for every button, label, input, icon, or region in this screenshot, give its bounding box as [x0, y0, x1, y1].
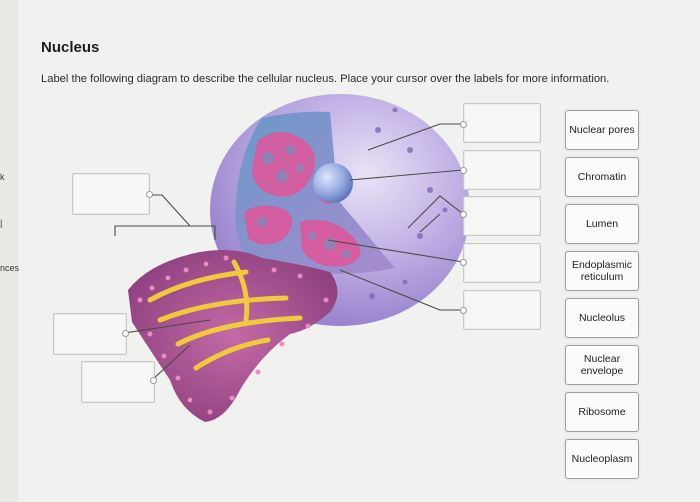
drop-target-left-1[interactable] — [72, 173, 150, 215]
chromatin-texture — [257, 145, 350, 258]
label-text: Ribosome — [578, 406, 626, 418]
drop-target-left-2[interactable] — [53, 313, 127, 355]
label-text: Nuclear envelope — [580, 353, 624, 377]
label-text: Nucleoplasm — [571, 453, 633, 465]
label-nuclear-envelope[interactable]: Nuclear envelope — [565, 345, 639, 385]
endoplasmic-reticulum-body — [128, 250, 338, 422]
label-lumen[interactable]: Lumen — [565, 204, 639, 244]
nuclear-pores-dots — [369, 107, 448, 299]
label-nucleoplasm[interactable]: Nucleoplasm — [565, 439, 639, 479]
label-text: Nuclear pores — [569, 124, 635, 136]
left-sidebar-strip: k | nces — [0, 0, 20, 502]
label-text: Chromatin — [577, 171, 627, 183]
page-title: Nucleus — [41, 39, 100, 56]
connector-handle — [460, 211, 467, 218]
connector-handle — [150, 377, 157, 384]
connector-handle — [460, 307, 467, 314]
drop-target-right-4[interactable] — [463, 243, 541, 283]
drop-target-right-5[interactable] — [463, 290, 541, 330]
label-text: Nucleolus — [578, 312, 626, 324]
label-text: Endoplasmic reticulum — [571, 259, 633, 283]
drop-target-right-3[interactable] — [463, 196, 541, 236]
label-endoplasmic-reticulum[interactable]: Endoplasmic reticulum — [565, 251, 639, 291]
connector-handle — [460, 121, 467, 128]
leader-lines — [114, 123, 464, 381]
label-chromatin[interactable]: Chromatin — [565, 157, 639, 197]
er-lumen-channels — [147, 259, 303, 371]
instructions-text: Label the following diagram to describe … — [41, 73, 610, 85]
connector-handle — [122, 330, 129, 337]
label-text: Lumen — [585, 218, 619, 230]
connector-handle — [460, 259, 467, 266]
drop-target-left-3[interactable] — [81, 361, 155, 403]
sidebar-fragment-divider: | — [0, 218, 3, 228]
sidebar-fragment-k: k — [0, 172, 5, 182]
connector-handle — [146, 191, 153, 198]
label-nuclear-pores[interactable]: Nuclear pores — [565, 110, 639, 150]
label-nucleolus[interactable]: Nucleolus — [565, 298, 639, 338]
drop-target-right-2[interactable] — [463, 150, 541, 190]
nucleolus-sphere — [313, 163, 353, 203]
ribosome-dots — [137, 255, 329, 415]
label-ribosome[interactable]: Ribosome — [565, 392, 639, 432]
drop-target-right-1[interactable] — [463, 103, 541, 143]
connector-handle — [460, 167, 467, 174]
sidebar-fragment-nces: nces — [0, 263, 20, 273]
